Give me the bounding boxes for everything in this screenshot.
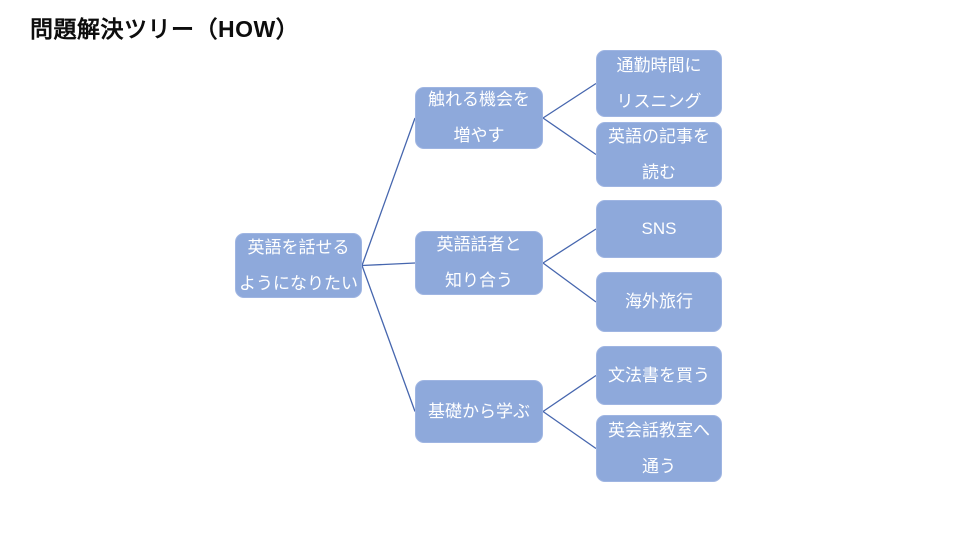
node-label-line: 読む — [642, 162, 676, 182]
node-label-line: SNS — [641, 219, 677, 238]
node-label-line: 文法書を買う — [608, 365, 710, 385]
tree-node-leaf-overseas-travel: 海外旅行 — [596, 272, 722, 332]
node-label-line: 英語を話せる — [247, 237, 350, 257]
node-label-line: 通勤時間に — [616, 55, 702, 75]
tree-node-leaf-conversation-school: 英会話教室へ 通う — [596, 415, 722, 482]
node-label-line: 基礎から学ぶ — [428, 401, 530, 421]
tree-node-root: 英語を話せる ようになりたい — [235, 233, 362, 298]
node-label-line: 通う — [642, 456, 676, 476]
node-label-line: 知り合う — [445, 271, 513, 290]
page-title: 問題解決ツリー（HOW） — [30, 16, 300, 42]
tree-node-branch-increase-exposure: 触れる機会を 増やす — [415, 87, 543, 149]
tree-node-leaf-sns: SNS — [596, 200, 722, 258]
node-label-line: リスニング — [616, 91, 702, 111]
node-label-line: 英会話教室へ — [608, 420, 710, 440]
node-label-line: ようになりたい — [239, 273, 358, 293]
tree-node-branch-meet-speakers: 英語話者と 知り合う — [415, 231, 543, 295]
node-label-line: 英語の記事を — [608, 126, 710, 146]
tree-node-leaf-commute-listening: 通勤時間に リスニング — [596, 50, 722, 117]
node-label-line: 増やす — [453, 126, 505, 145]
tree-node-leaf-read-articles: 英語の記事を 読む — [596, 122, 722, 187]
node-label-line: 英語話者と — [436, 235, 522, 254]
tree-node-branch-learn-basics: 基礎から学ぶ — [415, 380, 543, 443]
node-label-line: 海外旅行 — [625, 292, 693, 311]
tree-node-leaf-buy-grammar-book: 文法書を買う — [596, 346, 722, 405]
node-label-line: 触れる機会を — [428, 90, 530, 109]
